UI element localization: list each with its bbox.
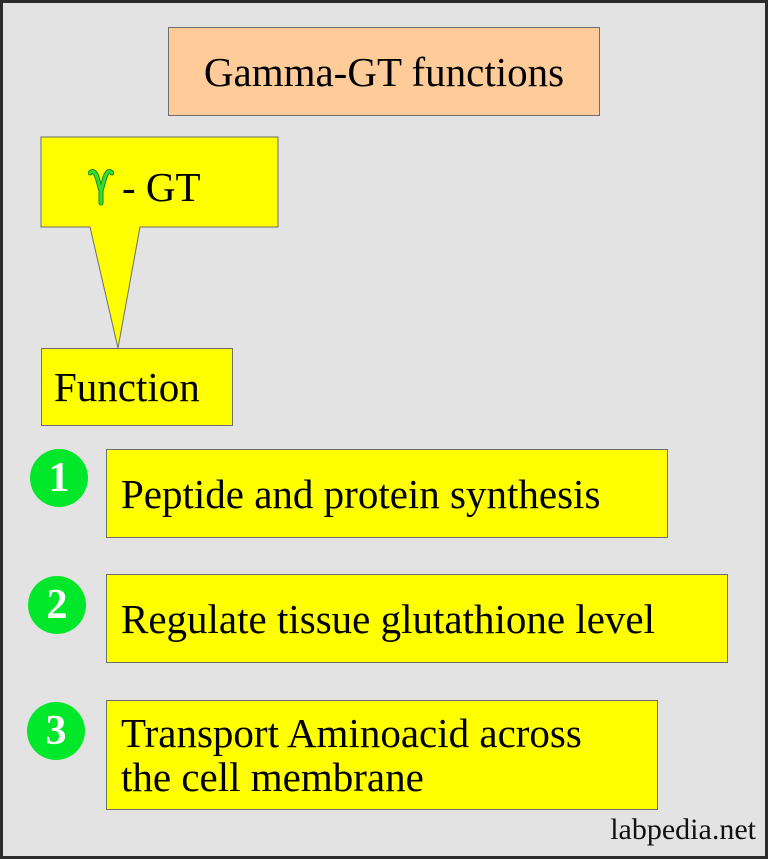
number-badge-text: 2 [46, 582, 68, 628]
number-badge-text: 1 [48, 455, 70, 501]
number-badge-2: 2 [28, 576, 86, 634]
number-badge-3: 3 [27, 702, 85, 760]
callout-text: - GT [122, 164, 201, 210]
gamma-symbol-icon [88, 169, 114, 206]
callout-label: - GT [88, 162, 201, 212]
function-item-3: Transport Aminoacid across the cell memb… [106, 700, 658, 810]
watermark: labpedia.net [610, 813, 756, 846]
function-item-text: Regulate tissue glutathione level [121, 595, 656, 642]
function-item-2: Regulate tissue glutathione level [106, 574, 728, 663]
function-box: Function [41, 348, 233, 426]
function-item-1: Peptide and protein synthesis [106, 449, 668, 538]
function-item-text: Transport Aminoacid across the cell memb… [121, 710, 582, 800]
function-label: Function [54, 364, 200, 410]
title-box: Gamma-GT functions [168, 27, 600, 116]
number-badge-1: 1 [30, 449, 88, 507]
function-item-text: Peptide and protein synthesis [121, 470, 601, 517]
number-badge-text: 3 [45, 708, 67, 754]
title-text: Gamma-GT functions [203, 48, 565, 95]
